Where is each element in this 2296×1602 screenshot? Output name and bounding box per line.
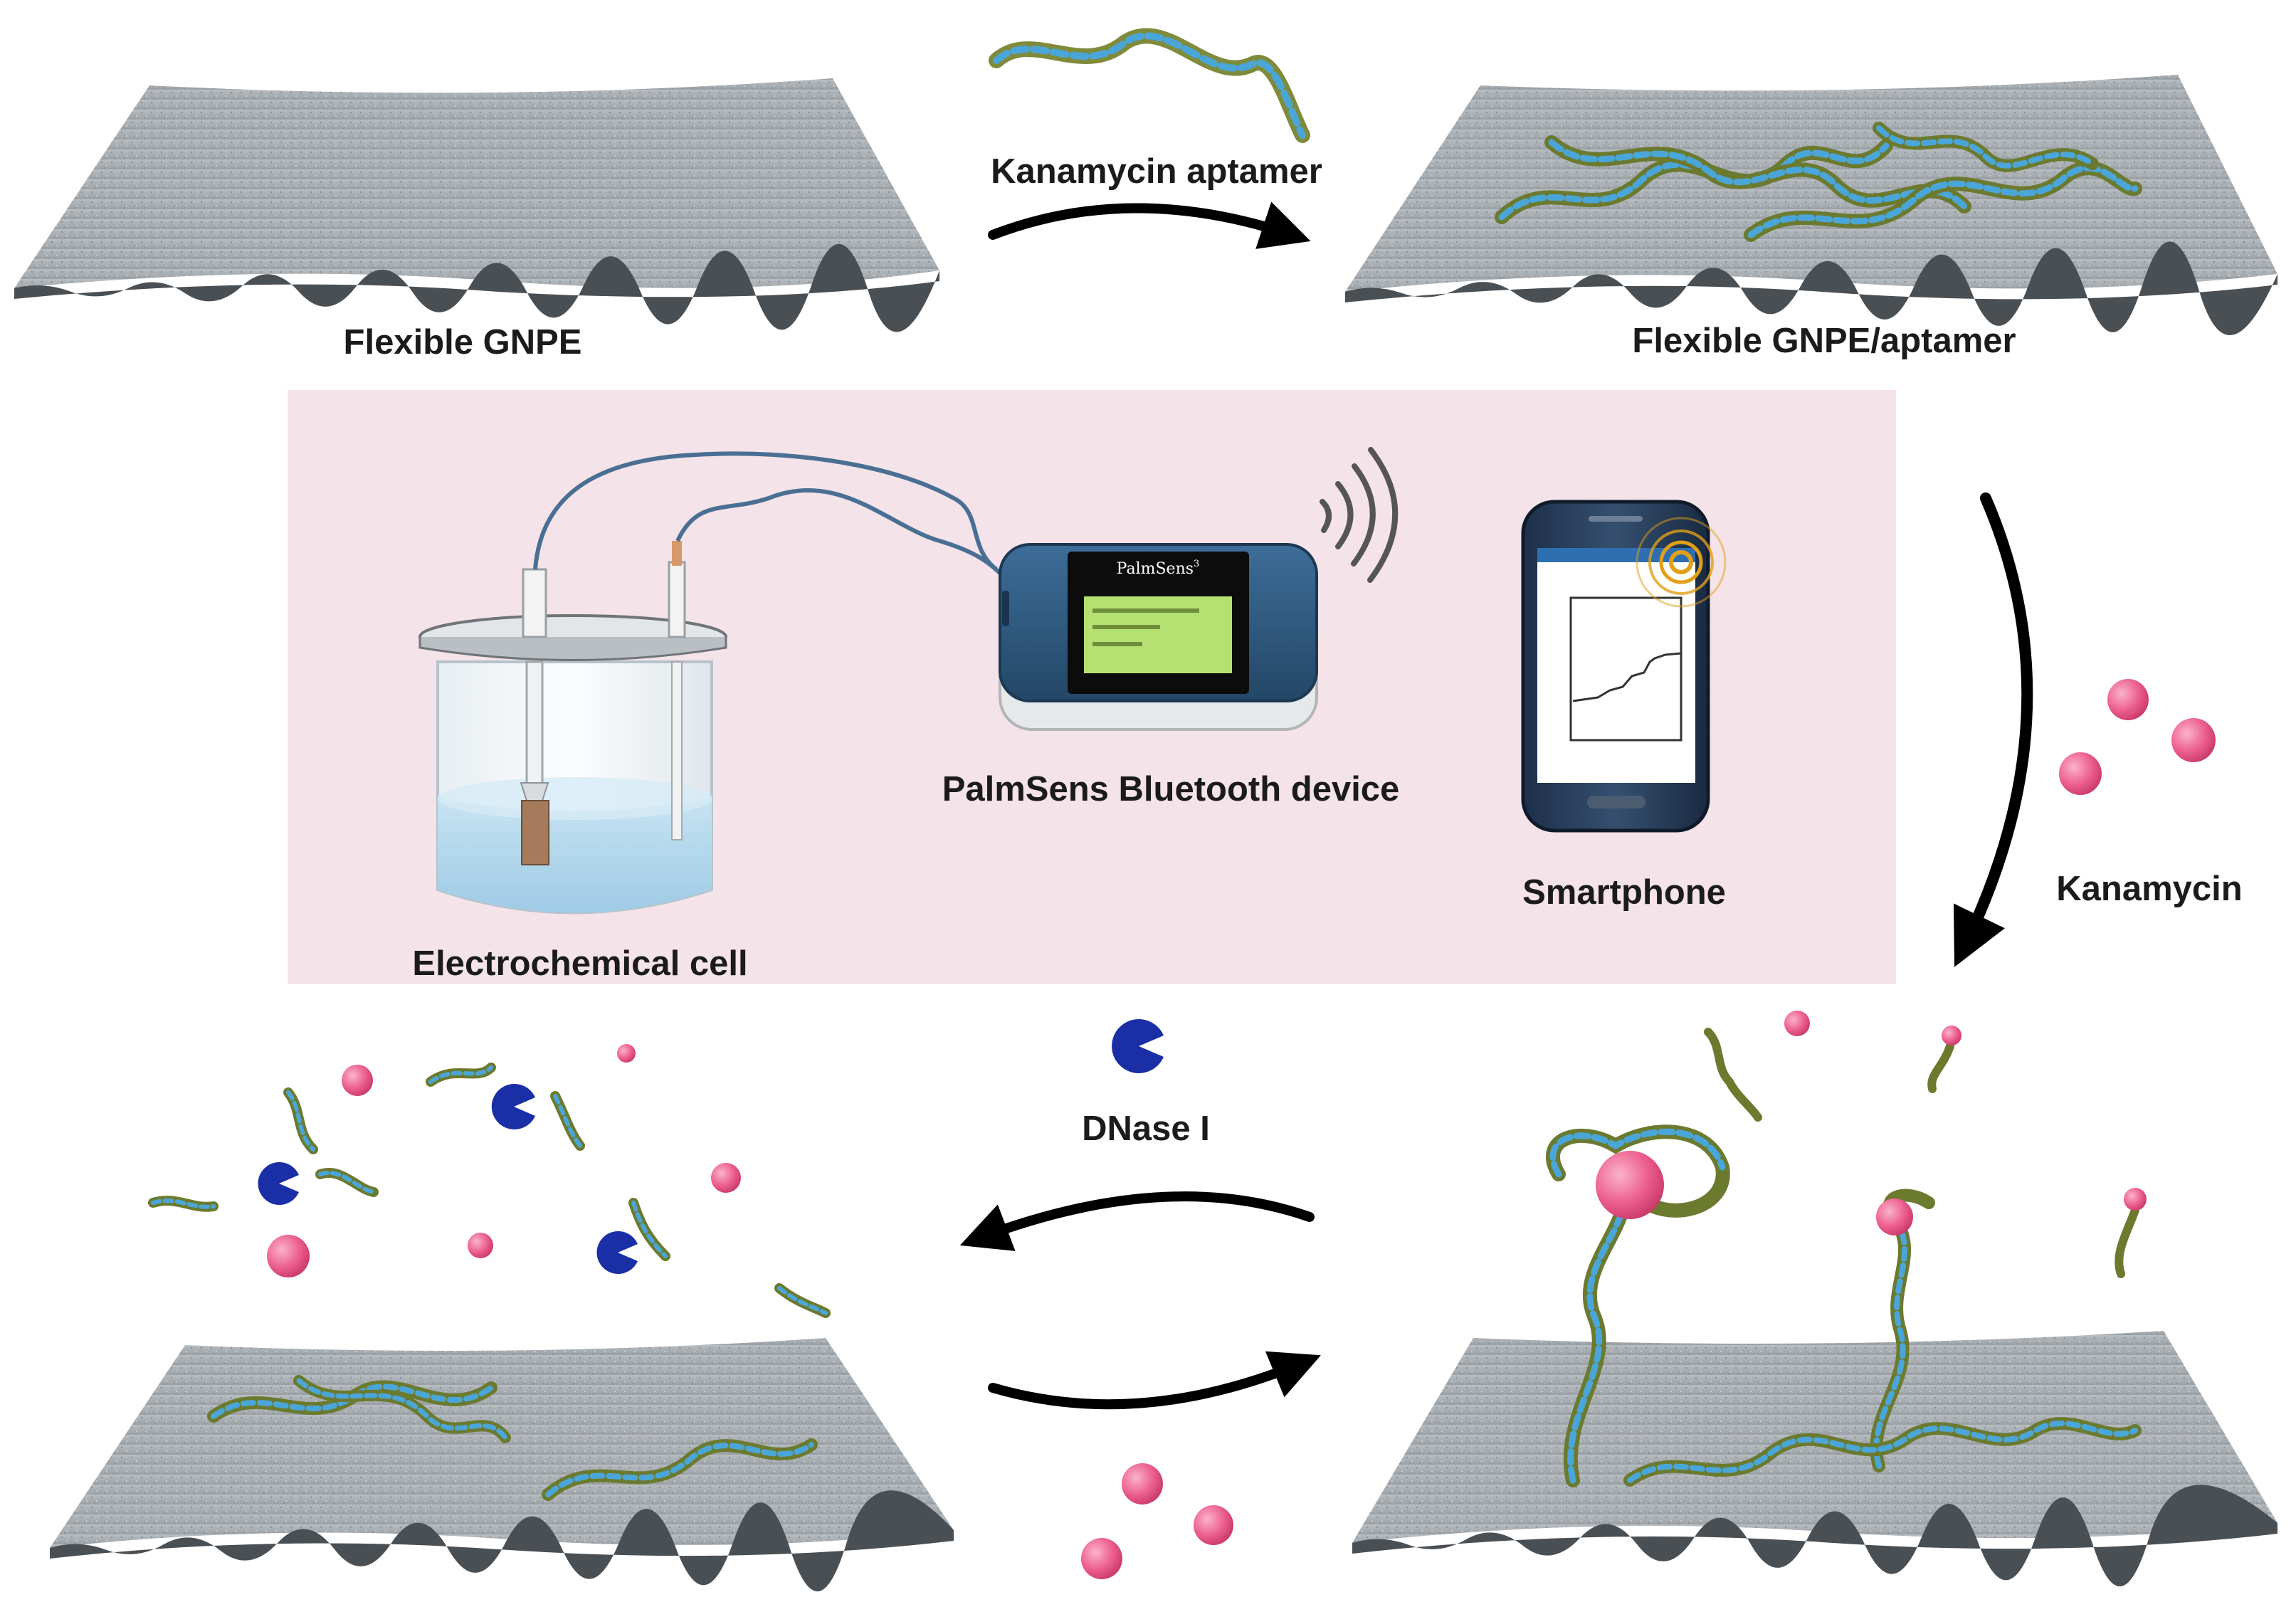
smartphone xyxy=(1521,500,1727,833)
kanamycin-molecule xyxy=(2171,718,2216,762)
label-smartphone: Smartphone xyxy=(1522,873,1726,912)
surface-aptamer-kanamycin-complex xyxy=(1352,1331,2277,1587)
touch-ripple-icon xyxy=(1636,517,1727,608)
aptamer-strand-floating xyxy=(989,28,1310,143)
pacman-enzyme-icon xyxy=(1112,1018,1164,1073)
kanamycin-molecule xyxy=(711,1163,741,1193)
kanamycin-molecule xyxy=(342,1065,373,1096)
kanamycin-molecule xyxy=(468,1233,493,1258)
label-dnase: DNase I xyxy=(1082,1110,1210,1148)
label-kanamycin-aptamer: Kanamycin aptamer xyxy=(991,152,1322,191)
label-electrochemical-cell: Electrochemical cell xyxy=(412,944,747,983)
kanamycin-molecule xyxy=(2059,752,2102,795)
surface-flexible-gnpe-aptamer xyxy=(1345,75,2277,335)
kanamycin-molecule xyxy=(1122,1463,1163,1504)
arrow-target-binding xyxy=(1953,492,2033,967)
kanamycin-molecule xyxy=(617,1044,636,1063)
aptamer-strand-residual xyxy=(207,1375,818,1501)
arrow-immobilization xyxy=(988,201,1311,249)
kanamycin-bound xyxy=(1784,1011,1810,1036)
phone-screen xyxy=(1537,548,1695,783)
aptamer-strand-immobilized xyxy=(1495,122,2142,242)
kanamycin-molecule xyxy=(2107,679,2149,720)
label-kanamycin: Kanamycin xyxy=(2056,870,2242,908)
kanamycin-molecule xyxy=(267,1235,310,1277)
pacman-enzyme-icon xyxy=(596,1231,638,1275)
electrochemical-cell xyxy=(418,451,1006,915)
wifi-signal-icon xyxy=(1320,447,1399,583)
kanamycin-molecules xyxy=(267,679,2216,1579)
aptamer-fragments xyxy=(148,1063,831,1318)
kanamycin-bound xyxy=(1942,1026,1961,1045)
kanamycin-bound xyxy=(1876,1198,1913,1235)
home-button xyxy=(1587,796,1645,808)
aptamer-strands xyxy=(148,28,2142,1501)
surface-after-dnase xyxy=(50,1338,954,1592)
device-lcd-screen xyxy=(1084,596,1232,673)
label-flexible-gnpe-aptamer: Flexible GNPE/aptamer xyxy=(1632,322,2016,360)
kanamycin-bound xyxy=(1596,1151,1664,1219)
dnase-enzymes xyxy=(258,1018,1164,1275)
aptamer-target-complexes xyxy=(1546,1028,2142,1487)
reaction-arrows xyxy=(959,201,2033,1410)
device-brand: PalmSens3 xyxy=(1117,559,1200,578)
pacman-enzyme-icon xyxy=(258,1162,299,1205)
palmsens-device: PalmSens3 xyxy=(999,543,1318,731)
arrow-regeneration xyxy=(988,1351,1321,1410)
pacman-enzyme-icon xyxy=(491,1084,535,1129)
kanamycin-molecule xyxy=(1081,1538,1122,1579)
label-palmsens-device: PalmSens Bluetooth device xyxy=(942,770,1400,808)
kanamycin-molecule xyxy=(1194,1505,1233,1545)
label-flexible-gnpe: Flexible GNPE xyxy=(344,323,582,362)
arrow-dnase-digestion xyxy=(959,1191,1315,1251)
surface-flexible-gnpe xyxy=(14,78,939,332)
kanamycin-bound xyxy=(2124,1188,2147,1211)
